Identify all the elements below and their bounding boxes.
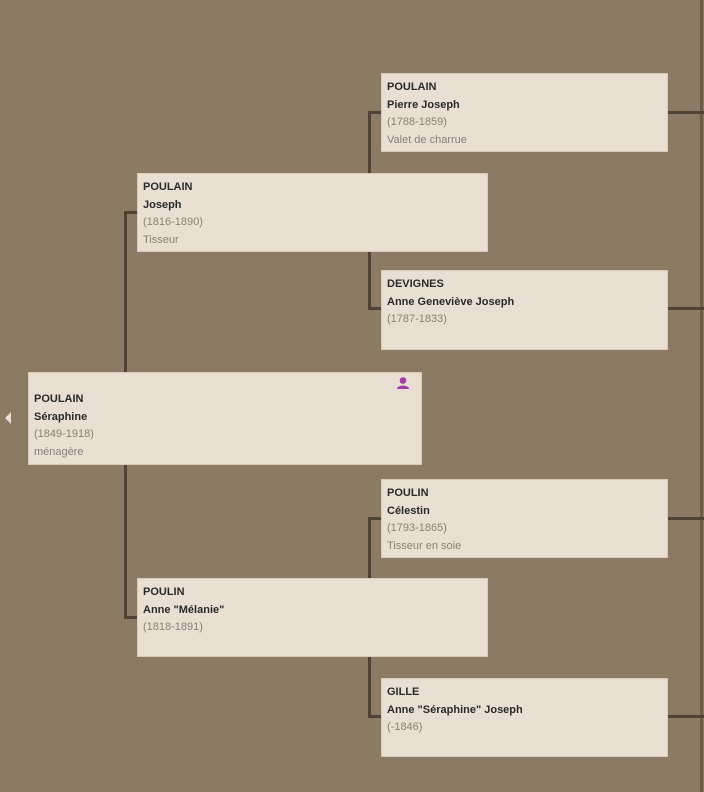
connector-great-grandparents-2 bbox=[667, 307, 704, 310]
maternal-grandmother-surname: GILLE bbox=[387, 686, 420, 698]
connector-father-grandfather-horizontal bbox=[368, 111, 382, 114]
maternal-grandfather-dates: (1793-1865) bbox=[387, 522, 447, 534]
mother-given-name: Anne "Mélanie" bbox=[143, 603, 225, 616]
maternal-grandmother-card[interactable]: GILLE Anne "Séraphine" Joseph (-1846) bbox=[381, 678, 668, 757]
father-given-name: Joseph bbox=[143, 198, 182, 211]
father-card[interactable]: POULAIN Joseph (1816-1890) Tisseur bbox=[137, 173, 488, 252]
root-person-card[interactable]: POULAIN Séraphine (1849-1918) ménagère bbox=[28, 372, 422, 465]
root-given-name: Séraphine bbox=[34, 410, 88, 423]
paternal-grandfather-occupation: Valet de charrue bbox=[387, 133, 467, 146]
maternal-grandmother-given-name: Anne "Séraphine" Joseph bbox=[387, 703, 523, 716]
mother-surname: POULIN bbox=[143, 586, 185, 598]
father-surname: POULAIN bbox=[143, 181, 193, 193]
connector-father-grandmother-horizontal bbox=[368, 307, 382, 310]
root-surname: POULAIN bbox=[34, 393, 84, 405]
paternal-grandmother-dates: (1787-1833) bbox=[387, 313, 447, 325]
connector-great-grandparents-edge bbox=[700, 0, 703, 792]
maternal-grandfather-surname: POULIN bbox=[387, 487, 429, 499]
connector-root-mother-horizontal bbox=[124, 616, 138, 619]
connector-great-grandparents-4 bbox=[667, 715, 704, 718]
maternal-grandfather-given-name: Célestin bbox=[387, 504, 430, 517]
connector-mother-grandmother-vertical bbox=[368, 656, 371, 718]
connector-mother-grandfather-horizontal bbox=[368, 517, 382, 520]
maternal-grandmother-dates: (-1846) bbox=[387, 721, 423, 733]
connector-root-father-horizontal bbox=[124, 211, 138, 214]
father-occupation: Tisseur bbox=[143, 233, 179, 246]
connector-great-grandparents-3 bbox=[667, 517, 704, 520]
father-dates: (1816-1890) bbox=[143, 216, 203, 228]
connector-root-mother-vertical bbox=[124, 464, 127, 619]
paternal-grandfather-surname: POULAIN bbox=[387, 81, 437, 93]
root-dates: (1849-1918) bbox=[34, 428, 94, 440]
mother-dates: (1818-1891) bbox=[143, 621, 203, 633]
root-occupation: ménagère bbox=[34, 445, 84, 458]
connector-great-grandparents-1 bbox=[667, 111, 704, 114]
navigate-to-descendants-arrow-icon[interactable] bbox=[5, 412, 11, 424]
person-icon[interactable] bbox=[396, 376, 410, 390]
paternal-grandfather-dates: (1788-1859) bbox=[387, 116, 447, 128]
mother-card[interactable]: POULIN Anne "Mélanie" (1818-1891) bbox=[137, 578, 488, 657]
connector-mother-grandmother-horizontal bbox=[368, 715, 382, 718]
paternal-grandfather-given-name: Pierre Joseph bbox=[387, 98, 460, 111]
paternal-grandfather-card[interactable]: POULAIN Pierre Joseph (1788-1859) Valet … bbox=[381, 73, 668, 152]
maternal-grandfather-card[interactable]: POULIN Célestin (1793-1865) Tisseur en s… bbox=[381, 479, 668, 558]
connector-mother-grandfather-vertical bbox=[368, 517, 371, 579]
paternal-grandmother-surname: DEVIGNES bbox=[387, 278, 444, 290]
connector-father-grandmother-vertical bbox=[368, 251, 371, 310]
paternal-grandmother-card[interactable]: DEVIGNES Anne Geneviève Joseph (1787-183… bbox=[381, 270, 668, 350]
connector-father-grandfather-vertical bbox=[368, 111, 371, 174]
connector-root-father-vertical bbox=[124, 211, 127, 373]
paternal-grandmother-given-name: Anne Geneviève Joseph bbox=[387, 295, 515, 308]
maternal-grandfather-occupation: Tisseur en soie bbox=[387, 539, 462, 552]
